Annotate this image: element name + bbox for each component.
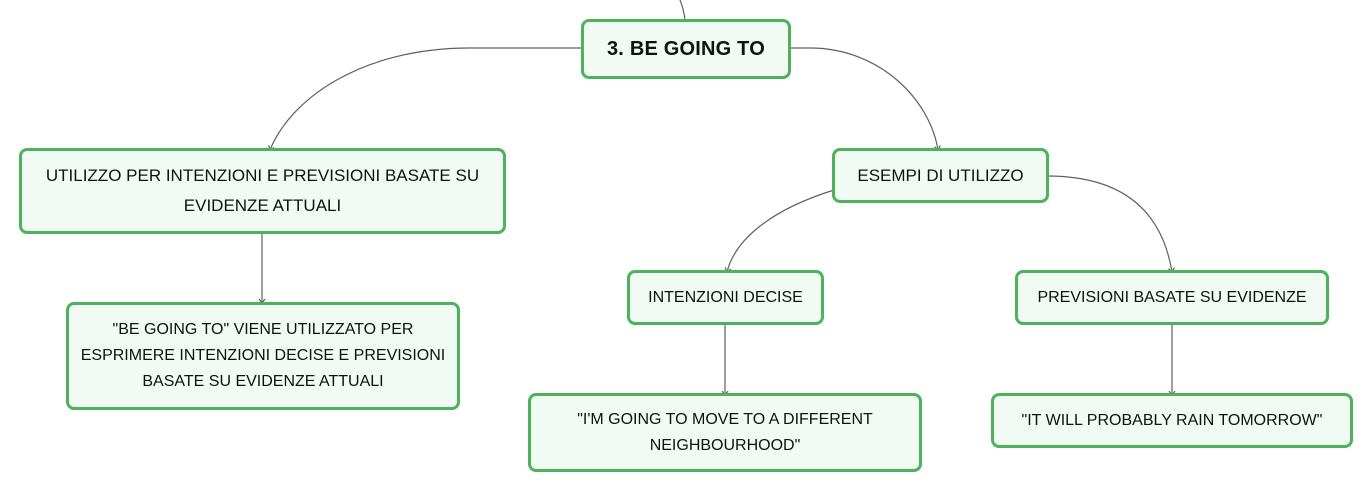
root-node[interactable]: 3. BE GOING TO: [581, 19, 791, 79]
usage-node-label: UTILIZZO PER INTENZIONI E PREVISIONI BAS…: [45, 166, 480, 215]
connector-examples-to-predictions: [1046, 175, 1172, 272]
intentions-example-node-label: "I'M GOING TO MOVE TO A DIFFERENT NEIGHB…: [577, 410, 873, 454]
connector-parent-to-root: [679, 0, 686, 21]
predictions-example-node-label: "IT WILL PROBABLY RAIN TOMORROW": [1021, 411, 1323, 429]
connector-root-to-usage: [270, 47, 582, 150]
usage-detail-node-label: "BE GOING TO" VIENE UTILIZZATO PER ESPRI…: [80, 321, 446, 390]
root-node-label: 3. BE GOING TO: [606, 38, 765, 60]
intentions-node[interactable]: INTENZIONI DECISE: [627, 270, 824, 325]
connector-root-to-examples: [790, 47, 938, 150]
usage-node[interactable]: UTILIZZO PER INTENZIONI E PREVISIONI BAS…: [19, 148, 506, 234]
examples-node-label: ESEMPI DI UTILIZZO: [857, 165, 1024, 185]
predictions-example-node[interactable]: "IT WILL PROBABLY RAIN TOMORROW": [991, 393, 1353, 448]
predictions-node[interactable]: PREVISIONI BASATE SU EVIDENZE: [1015, 270, 1329, 325]
examples-node[interactable]: ESEMPI DI UTILIZZO: [832, 148, 1049, 203]
predictions-node-label: PREVISIONI BASATE SU EVIDENZE: [1037, 288, 1307, 306]
usage-detail-node[interactable]: "BE GOING TO" VIENE UTILIZZATO PER ESPRI…: [66, 302, 460, 410]
connector-examples-to-intentions: [727, 189, 835, 272]
intentions-example-node[interactable]: "I'M GOING TO MOVE TO A DIFFERENT NEIGHB…: [528, 393, 922, 472]
intentions-node-label: INTENZIONI DECISE: [648, 288, 803, 306]
